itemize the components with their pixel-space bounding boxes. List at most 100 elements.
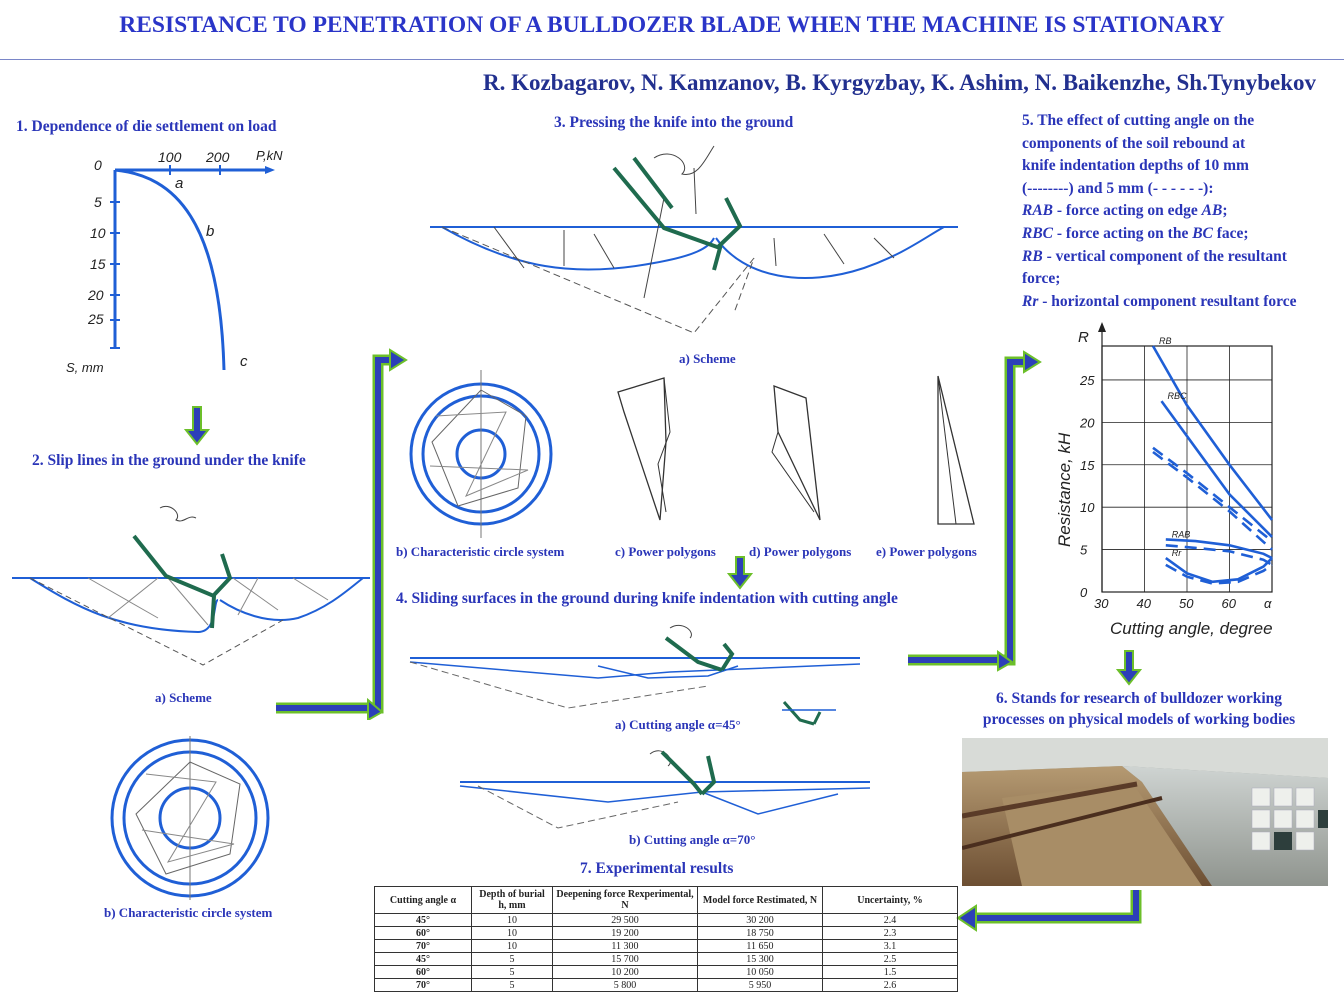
chart-tick-x: α — [1264, 596, 1272, 611]
chart-x-axis-label: Cutting angle, degree — [1110, 619, 1273, 638]
test-stand-image — [962, 738, 1328, 886]
authors: R. Kozbagarov, N. Kamzanov, B. Kyrgyzbay… — [483, 70, 1316, 95]
chart-series-rab-dashed — [1165, 544, 1273, 567]
cell: 45° — [374, 952, 472, 966]
chart-tick-y: 25 — [1079, 373, 1095, 388]
col-cutting-angle: Cutting angle α — [374, 886, 472, 914]
section-5-line-3: knife indentation depths of 10 mm — [1022, 157, 1249, 175]
chart-tick-x: 50 — [1179, 596, 1194, 611]
test-stand-photo — [962, 738, 1328, 886]
rbc-tail: face; — [1212, 224, 1249, 242]
flow-arrow-down-2 — [727, 556, 753, 590]
graph1-tick-y10: 10 — [90, 225, 106, 241]
cell: 11 300 — [552, 939, 698, 953]
chart-series-label: Rr — [1172, 548, 1182, 558]
rab-description: - force acting on edge — [1053, 202, 1202, 220]
symbol-rb: RB — [1022, 247, 1043, 265]
flow-arrow-s6-to-s7 — [956, 890, 1142, 932]
section-3-caption-scheme: a) Scheme — [679, 351, 736, 366]
chart-tick-x: 30 — [1094, 596, 1109, 611]
section-1-heading: 1. Dependence of die settlement on load — [16, 118, 277, 135]
experimental-results-table: Cutting angle α Depth of burial h, mm De… — [374, 886, 958, 992]
graph1-x-axis-label: P,kN — [256, 148, 283, 163]
cell: 19 200 — [552, 926, 698, 940]
symbol-rbc: RBC — [1022, 224, 1054, 242]
section-4-caption-45: a) Cutting angle α=45° — [615, 717, 741, 732]
section-6-line-2: processes on physical models of working … — [982, 711, 1296, 728]
sliding-surface-70 — [459, 750, 871, 829]
graph1-tick-x100: 100 — [158, 149, 182, 165]
chart-y-axis-arrow — [1098, 322, 1106, 332]
cell: 5 950 — [697, 978, 823, 992]
sliding-surface-45 — [409, 624, 861, 709]
cell: 5 — [471, 965, 553, 979]
cell: 10 200 — [552, 965, 698, 979]
section-3-heading: 3. Pressing the knife into the ground — [554, 114, 794, 131]
cell: 5 — [471, 952, 553, 966]
graph1-tick-x0: 0 — [94, 157, 102, 173]
cell: 30 200 — [697, 913, 823, 927]
chart-tick-y: 0 — [1080, 585, 1088, 600]
cell: 45° — [374, 913, 472, 927]
chart-series-label: RAB — [1172, 529, 1191, 539]
chart-tick-y: 20 — [1079, 415, 1095, 430]
flow-arrow-s4-to-s5 — [908, 350, 1042, 672]
page-title: RESISTANCE TO PENETRATION OF A BULLDOZER… — [119, 12, 1225, 38]
chart-grid — [1098, 322, 1273, 593]
chart-series-rb-dashed — [1152, 446, 1273, 543]
section-3-caption-polygon-c: c) Power polygons — [615, 544, 716, 559]
section-3-caption-polygon-d: d) Power polygons — [749, 544, 852, 559]
section-2-heading: 2. Slip lines in the ground under the kn… — [32, 452, 306, 469]
flow-arrow-s2-to-s3 — [276, 348, 408, 720]
chart-tick-y: 10 — [1080, 500, 1095, 515]
section-7-heading: 7. Experimental results — [580, 860, 734, 877]
edge-bc: BC — [1192, 224, 1213, 242]
cell: 5 — [471, 978, 553, 992]
col-deepening-force: Deepening force Rexperimental, N — [552, 886, 698, 914]
cell: 3.1 — [822, 939, 958, 953]
symbol-rr: Rr — [1022, 292, 1039, 310]
flow-arrow-down-1 — [184, 406, 210, 446]
col-depth: Depth of burial h, mm — [471, 886, 553, 914]
rb-description: - vertical component of the resultant fo… — [1022, 247, 1287, 288]
section-6-line-1: 6. Stands for research of bulldozer work… — [995, 690, 1283, 707]
cell: 2.5 — [822, 952, 958, 966]
section-3-caption-polygon-e: e) Power polygons — [876, 544, 977, 559]
graph1-tick-y15: 15 — [90, 256, 106, 272]
slip-lines-scheme — [12, 506, 370, 666]
graph1-curve-label-c: c — [240, 353, 248, 370]
cell: 10 — [471, 939, 553, 953]
cell: 2.3 — [822, 926, 958, 940]
chart-series-rbc-solid — [1160, 400, 1273, 538]
rbc-description: - force acting on the — [1053, 224, 1193, 242]
graph1-curve-label-a: a — [175, 175, 183, 192]
symbol-rab: RAB — [1022, 202, 1054, 220]
edge-ab: AB — [1201, 202, 1223, 220]
graph1-tick-y5: 5 — [94, 194, 102, 210]
cell: 10 — [471, 926, 553, 940]
graph1-y-axis-label: S, mm — [66, 360, 104, 375]
cell: 15 700 — [552, 952, 698, 966]
section-4-caption-70: b) Cutting angle α=70° — [629, 832, 756, 847]
col-uncertainty: Uncertainty, % — [822, 886, 958, 914]
cell: 18 750 — [697, 926, 823, 940]
power-polygon-e — [937, 375, 975, 525]
chart-series-rbc-dashed — [1152, 450, 1273, 551]
table-header-row: Cutting angle α Depth of burial h, mm De… — [374, 886, 958, 914]
flow-arrow-down-3 — [1116, 650, 1142, 686]
cell: 70° — [374, 978, 472, 992]
knife-detail-45 — [782, 701, 836, 726]
graph1-tick-x200: 200 — [205, 149, 230, 165]
title-divider — [0, 59, 1344, 60]
graph1-tick-y20: 20 — [87, 287, 104, 303]
section-2-caption-scheme: a) Scheme — [155, 690, 212, 705]
cell: 2.4 — [822, 913, 958, 927]
